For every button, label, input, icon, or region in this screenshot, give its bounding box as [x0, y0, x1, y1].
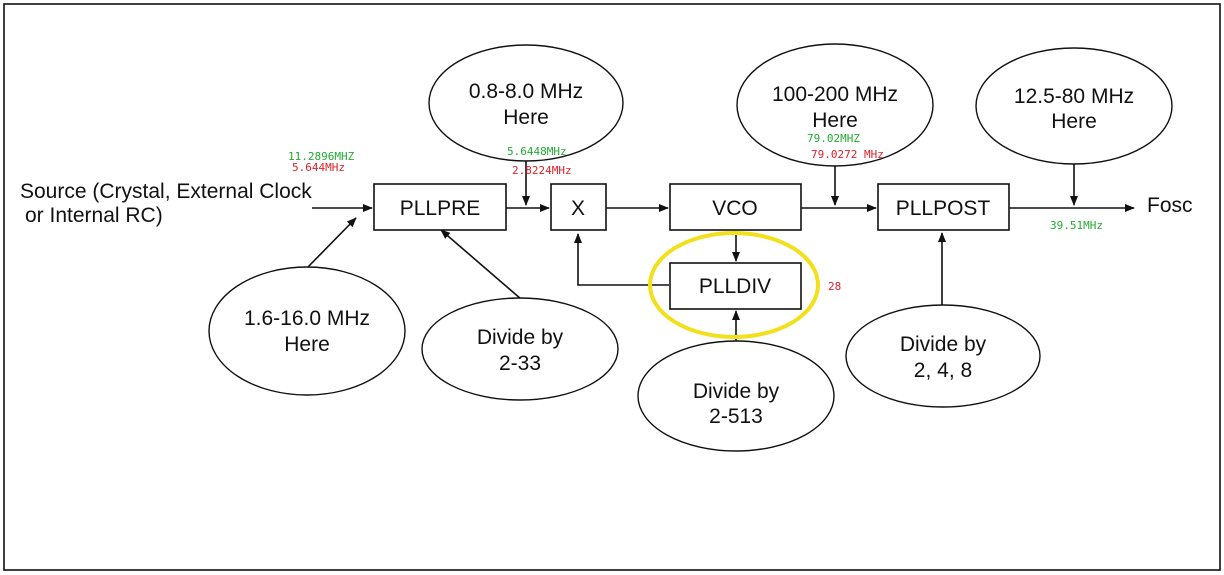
plldiv-divide-line2: 2-513 [709, 405, 763, 428]
fosc-freq-green: 39.51MHz [1050, 219, 1103, 232]
source-freq-green: 11.2896MHZ [288, 150, 355, 163]
mixer-label: X [571, 197, 585, 220]
pllpost-label: PLLPOST [896, 197, 991, 220]
source-range-line1: 1.6-16.0 MHz [244, 307, 370, 330]
vco-block: VCO [669, 183, 802, 231]
vco-freq-red: 79.0272 MHz [811, 148, 884, 161]
vco-range-bubble: 100-200 MHz Here [736, 43, 934, 167]
pllpre-divide-bubble: Divide by 2-33 [421, 297, 619, 401]
vco-range-line2: Here [812, 109, 858, 132]
source-range-bubble: 1.6-16.0 MHz Here [208, 266, 406, 396]
pllpost-divide-line1: Divide by [900, 333, 987, 356]
pre-out-freq-green: 5.6448MHz [507, 145, 567, 158]
pllpost-divide-line2: 2, 4, 8 [914, 359, 972, 382]
vco-label: VCO [712, 197, 758, 220]
pre-out-range-line1: 0.8-8.0 MHz [469, 80, 583, 103]
plldiv-highlight-ring [648, 231, 820, 339]
source-freq-red: 5.644MHz [292, 161, 345, 174]
source-label-line1: Source (Crystal, External Clock [20, 180, 312, 203]
plldiv-block: PLLDIV [669, 262, 802, 310]
pllpost-divide-bubble: Divide by 2, 4, 8 [845, 304, 1041, 408]
vco-range-line1: 100-200 MHz [772, 83, 898, 106]
plldiv-feedback-arrow [574, 233, 669, 286]
vco-freq-green: 79.02MHZ [807, 132, 860, 145]
pre-out-range-line2: Here [503, 106, 549, 129]
plldiv-divide-line1: Divide by [693, 380, 780, 403]
fosc-label: Fosc [1147, 194, 1193, 217]
plldiv-label: PLLDIV [699, 275, 771, 298]
pre-out-freq-red: 2.8224MHz [512, 164, 572, 177]
plldiv-value-red: 28 [828, 280, 841, 293]
fosc-range-bubble: 12.5-80 MHz Here [975, 47, 1173, 165]
fosc-range-line2: Here [1051, 110, 1097, 133]
pllpre-block: PLLPRE [373, 183, 507, 231]
pre-out-range-bubble: 0.8-8.0 MHz Here [428, 44, 624, 162]
pllpre-label: PLLPRE [400, 197, 481, 220]
pllpre-divide-line2: 2-33 [499, 352, 541, 375]
pllpre-divide-arrow [440, 229, 522, 300]
source-range-arrow [306, 217, 357, 269]
fosc-range-line1: 12.5-80 MHz [1014, 85, 1134, 108]
plldiv-divide-bubble: Divide by 2-513 [637, 340, 835, 452]
pllpost-block: PLLPOST [877, 183, 1010, 231]
mixer-block: X [550, 183, 607, 231]
diagram-frame [3, 3, 1221, 571]
source-label-line2: or Internal RC) [25, 204, 163, 227]
pllpre-divide-line1: Divide by [477, 326, 564, 349]
source-range-line2: Here [284, 333, 330, 356]
